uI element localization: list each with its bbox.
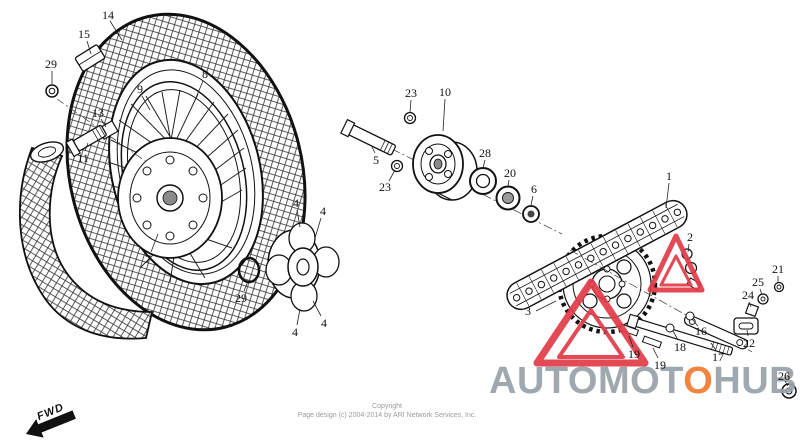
callouts: 14 15 29 13 11 9 8 7 29 4 4 4 4 23 10 5 …	[45, 8, 790, 383]
callout-9: 9	[137, 82, 143, 96]
callout-16: 16	[695, 324, 707, 338]
callout-23: 23	[405, 86, 417, 100]
callout-26: 26	[778, 369, 790, 383]
callout-19-b: 19	[654, 358, 666, 372]
stud-bolt-b	[641, 335, 663, 349]
axle-bolt-part	[65, 124, 107, 158]
watermark: AUTOMOTOHUB	[489, 233, 797, 402]
rear-axle-bolt	[626, 313, 734, 356]
watermark-prefix: AUTOMOT	[489, 360, 683, 402]
fwd-indicator: FWD	[26, 401, 76, 438]
washer-23a	[403, 111, 417, 125]
callout-10: 10	[439, 85, 451, 99]
wheel-hub	[117, 137, 223, 259]
callout-5: 5	[373, 153, 379, 167]
callout-6: 6	[531, 182, 537, 196]
callout-8: 8	[202, 67, 208, 81]
callout-17: 17	[712, 350, 724, 364]
callout-4-d: 4	[321, 316, 327, 330]
callout-4: 4	[293, 196, 299, 210]
callout-25: 25	[752, 275, 764, 289]
watermark-logo-triangle-small-inner	[659, 254, 693, 287]
axle-nut-part	[45, 84, 59, 98]
callout-4-b: 4	[320, 204, 326, 218]
callout-2: 2	[687, 230, 693, 244]
washer-25	[757, 293, 769, 305]
copyright-line1: Copyright	[372, 403, 402, 410]
callout-13: 13	[92, 106, 104, 120]
callout-22: 22	[743, 336, 755, 350]
adjuster-nut-24	[744, 302, 760, 318]
washer-23b	[390, 159, 404, 173]
callout-3: 3	[525, 304, 531, 318]
callout-29: 29	[45, 57, 57, 71]
callout-29-b: 29	[235, 291, 247, 305]
callout-14: 14	[102, 8, 114, 22]
chain-adjuster	[733, 317, 759, 335]
washer-18	[665, 323, 675, 333]
callout-7: 7	[145, 252, 151, 266]
watermark-text: AUTOMOTOHUB	[489, 360, 797, 402]
callout-28: 28	[479, 146, 491, 160]
tire-segment	[19, 141, 154, 340]
nut-21	[773, 281, 785, 293]
bearing	[469, 167, 497, 195]
callout-23-b: 23	[379, 180, 391, 194]
callout-21: 21	[772, 262, 784, 276]
side-collar	[522, 205, 540, 223]
watermark-accent-letter: O	[683, 360, 713, 402]
callout-15: 15	[78, 27, 90, 41]
axle-shaft	[340, 118, 396, 156]
cush-drive-assembly	[265, 222, 340, 312]
callout-24: 24	[742, 288, 754, 302]
copyright-block: Copyright Page design (c) 2004-2014 by A…	[298, 403, 477, 419]
brake-drum	[412, 134, 478, 201]
callout-1: 1	[666, 169, 672, 183]
o-ring	[237, 256, 261, 284]
collar-16	[685, 311, 695, 321]
drive-chain	[506, 199, 688, 311]
callout-20: 20	[504, 166, 516, 180]
axle-nut-26	[781, 383, 797, 399]
callout-11: 11	[77, 151, 89, 165]
copyright-line2: Page design (c) 2004-2014 by ARI Network…	[298, 412, 477, 419]
rim-band-part	[74, 44, 106, 72]
watermark-logo-triangle-small	[647, 233, 705, 293]
leader-lines	[51, 20, 789, 387]
callout-18: 18	[674, 340, 686, 354]
watermark-suffix: HUB	[713, 360, 797, 402]
torque-stay	[683, 314, 749, 350]
watermark-logo-triangle-large-inner	[557, 308, 625, 359]
fwd-arrow-icon	[26, 410, 76, 438]
oil-seal	[495, 185, 521, 211]
callout-19: 19	[628, 347, 640, 361]
callout-4-c: 4	[292, 325, 298, 339]
watermark-logo-triangle-large	[533, 278, 649, 367]
